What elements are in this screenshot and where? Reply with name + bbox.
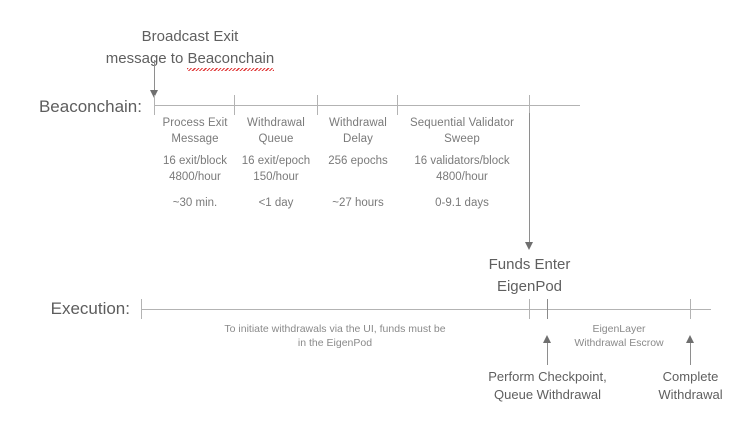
segment-2-rate: 256 epochs: [328, 155, 388, 167]
segment-1-duration: <1 day: [258, 197, 294, 209]
beaconchain-tick-3: [397, 95, 398, 115]
execution-ui-note: To initiate withdrawals via the UI, fund…: [224, 323, 446, 350]
segment-1-rate: 16 exit/epoch 150/hour: [241, 155, 311, 183]
segment-3-title: Sequential Validator Sweep: [409, 117, 515, 145]
broadcast-exit-callout-text: Broadcast Exit message to: [105, 27, 239, 67]
checkpoint-arrow-head-icon: [542, 335, 551, 343]
callout-arrow-shaft: [154, 60, 155, 92]
execution-event-1-label: Complete Withdrawal: [658, 369, 723, 403]
checkpoint-arrow-shaft: [547, 341, 548, 365]
funds-enter-arrow-shaft: [529, 113, 530, 246]
beaconchain-axis-line: [154, 105, 580, 106]
beaconchain-lane-label: Beaconchain:: [38, 97, 142, 116]
funds-enter-eigenpod-label: Funds Enter EigenPod: [488, 256, 571, 295]
segment-1-title: Withdrawal Queue: [247, 117, 305, 145]
execution-tick-complete: [690, 299, 691, 319]
execution-axis-line: [141, 309, 711, 310]
segment-0-title: Process Exit Message: [162, 117, 228, 145]
beaconchain-tick-0: [154, 95, 155, 115]
complete-arrow-shaft: [690, 341, 691, 365]
beaconchain-tick-2: [317, 95, 318, 115]
segment-2-title: Withdrawal Delay: [329, 117, 387, 145]
complete-arrow-head-icon: [685, 335, 694, 343]
execution-tick-funds-enter: [529, 299, 530, 319]
execution-event-0-label: Perform Checkpoint, Queue Withdrawal: [488, 369, 607, 403]
execution-escrow-note: EigenLayer Withdrawal Escrow: [574, 323, 664, 350]
segment-0-rate: 16 exit/block 4800/hour: [163, 155, 227, 183]
execution-tick-start: [141, 299, 142, 319]
beaconchain-tick-4: [529, 95, 530, 115]
beaconchain-tick-1: [234, 95, 235, 115]
execution-tick-checkpoint: [547, 299, 548, 319]
funds-enter-arrow-head-icon: [524, 242, 533, 250]
segment-3-rate: 16 validators/block 4800/hour: [414, 155, 510, 183]
broadcast-exit-callout: Broadcast Exit message to Beaconchain: [95, 4, 285, 71]
segment-0-duration: ~30 min.: [172, 197, 218, 209]
beaconchain-misspelled-word: Beaconchain: [187, 48, 274, 71]
segment-2-duration: ~27 hours: [332, 197, 384, 209]
callout-arrow-head-icon: [149, 90, 158, 98]
execution-lane-label: Execution:: [50, 299, 130, 318]
segment-3-duration: 0-9.1 days: [435, 197, 489, 209]
